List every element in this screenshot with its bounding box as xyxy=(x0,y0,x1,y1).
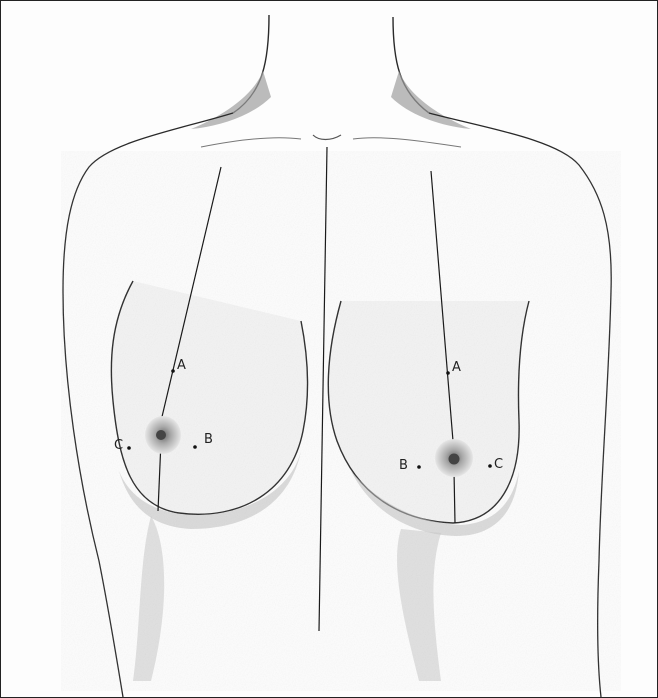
nipple-left xyxy=(145,416,181,454)
point-right-C xyxy=(488,464,492,468)
label-left-B: B xyxy=(204,432,213,447)
point-right-B xyxy=(417,465,421,469)
label-left-A: A xyxy=(177,358,186,373)
neck-shadow-left xyxy=(191,71,271,129)
point-left-C xyxy=(127,446,131,450)
label-right-C: C xyxy=(494,457,503,472)
label-left-C: C xyxy=(114,438,123,453)
sternal-notch xyxy=(313,135,341,140)
pencil-texture xyxy=(61,151,621,691)
point-left-B xyxy=(193,445,197,449)
point-right-A xyxy=(446,371,450,375)
label-right-A: A xyxy=(452,360,461,375)
clavicle-right xyxy=(353,138,461,147)
nipple-right xyxy=(435,439,473,477)
clavicle-left xyxy=(201,138,301,147)
label-right-B: B xyxy=(399,458,408,473)
point-left-A xyxy=(171,369,175,373)
